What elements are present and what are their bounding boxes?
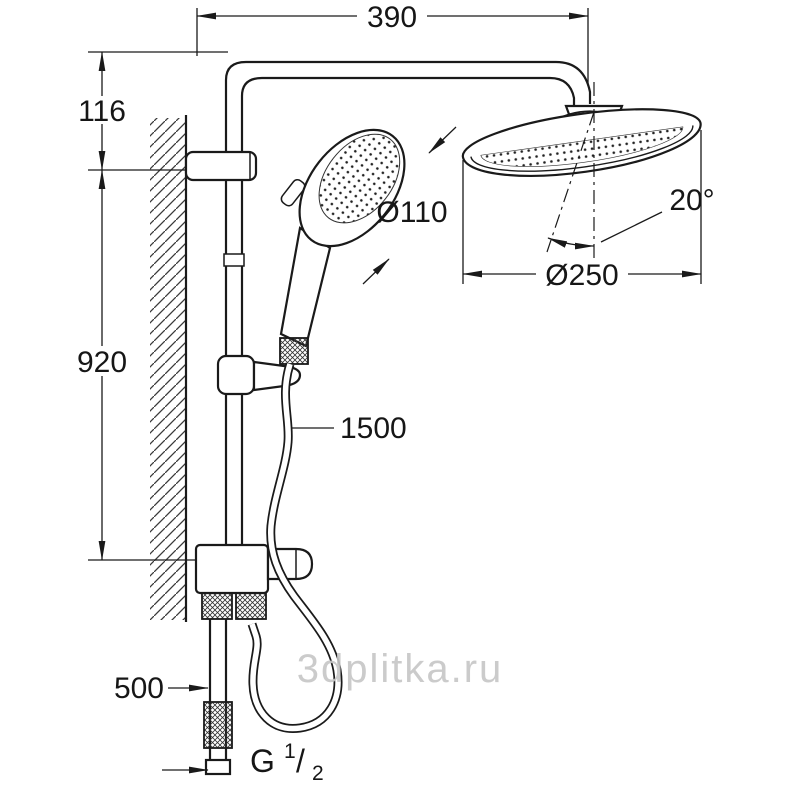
watermark: 3dplitka.ru bbox=[297, 647, 504, 691]
tilt-angle-label: 20° bbox=[669, 184, 714, 217]
wall-bracket-top bbox=[184, 150, 258, 182]
bottom-pipe bbox=[203, 619, 233, 776]
shower-rail bbox=[223, 60, 592, 548]
valve-nut-left bbox=[201, 592, 233, 620]
top-width-label: 390 bbox=[367, 1, 417, 34]
hand-diameter-label: Ø110 bbox=[376, 196, 447, 229]
head-diameter-label: Ø250 bbox=[545, 259, 618, 292]
thread-dimension: G 1 / 2 bbox=[162, 740, 324, 785]
head-diameter-dimension: Ø250 bbox=[462, 130, 702, 292]
valve-nut-right bbox=[235, 592, 267, 620]
top-width-dimension: 390 bbox=[196, 1, 589, 86]
upper-offset-dimension: 116 bbox=[70, 51, 228, 171]
head-shower bbox=[461, 104, 702, 177]
bottom-offset-label: 500 bbox=[114, 672, 164, 705]
thread-label: G 1 / 2 bbox=[250, 740, 324, 785]
bar-height-dimension: 920 bbox=[66, 169, 196, 561]
hose-length-label: 1500 bbox=[340, 412, 407, 445]
tilt-angle-dimension: 20° bbox=[546, 82, 715, 260]
hose-length-dimension: 1500 bbox=[292, 412, 407, 445]
hand-shower bbox=[279, 128, 406, 365]
shower-hose bbox=[247, 362, 343, 733]
bar-height-label: 920 bbox=[77, 346, 127, 379]
upper-offset-label: 116 bbox=[78, 95, 126, 128]
wall bbox=[150, 115, 188, 622]
hand-spray-face bbox=[318, 133, 401, 224]
hose-nut-top bbox=[279, 337, 309, 365]
bottom-offset-dimension: 500 bbox=[114, 672, 209, 705]
hand-diameter-dimension: Ø110 bbox=[362, 126, 457, 285]
pipe-knurl bbox=[203, 701, 233, 749]
bottom-bracket bbox=[194, 543, 314, 620]
